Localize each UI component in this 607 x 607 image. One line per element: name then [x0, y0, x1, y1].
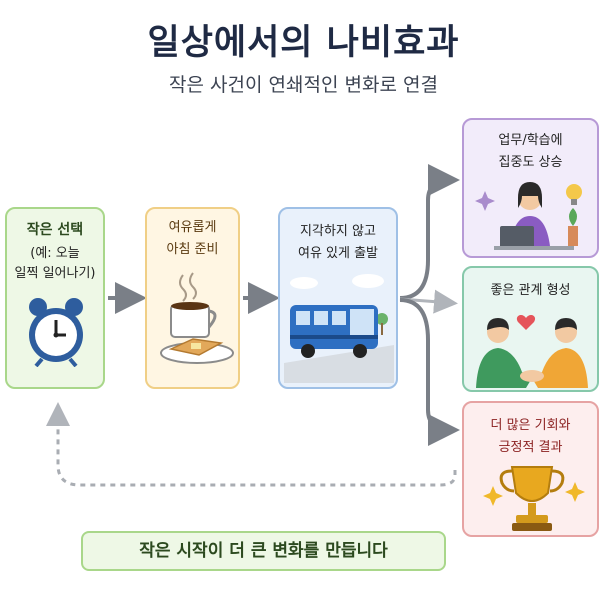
bus-icon	[284, 274, 394, 383]
step-detail: (예: 오늘	[30, 246, 80, 261]
step-morning-prep: 여유롭게 아침 준비	[145, 207, 240, 389]
result-opportunity: 더 많은 기회와 긍정적 결과	[462, 401, 599, 537]
result-detail: 긍정적 결과	[498, 440, 563, 455]
handshake-icon	[476, 315, 588, 388]
focused-worker-icon	[475, 182, 582, 250]
step-title: 작은 선택	[26, 222, 84, 238]
page-subtitle: 작은 사건이 연쇄적인 변화로 연결	[169, 74, 438, 96]
step-detail: 여유 있게 출발	[297, 246, 379, 261]
result-title: 더 많은 기회와	[490, 418, 571, 433]
step-small-choice: 작은 선택 (예: 오늘 일찍 일어나기)	[5, 207, 105, 389]
alarm-clock-icon	[29, 298, 83, 367]
result-title: 좋은 관계 형성	[490, 283, 571, 298]
arrow-to-result1	[399, 164, 460, 300]
trophy-icon	[483, 466, 585, 531]
result-focus: 업무/학습에 집중도 상승	[462, 118, 599, 258]
step-title: 지각하지 않고	[300, 224, 376, 239]
result-title: 업무/학습에	[498, 133, 563, 148]
result-detail: 집중도 상승	[498, 155, 563, 170]
step-detail: 아침 준비	[166, 242, 219, 257]
arrow-to-result3	[399, 298, 460, 446]
step-detail: 일찍 일어나기)	[14, 266, 96, 281]
page-title: 일상에서의 나비효과	[147, 23, 460, 63]
result-relationship: 좋은 관계 형성	[462, 266, 599, 392]
summary-banner: 작은 시작이 더 큰 변화를 만듭니다	[81, 531, 446, 571]
feedback-loop-arrow	[46, 402, 457, 487]
step-leave-on-time: 지각하지 않고 여유 있게 출발	[278, 207, 398, 389]
step-title: 여유롭게	[168, 220, 217, 235]
coffee-toast-icon	[160, 272, 234, 364]
